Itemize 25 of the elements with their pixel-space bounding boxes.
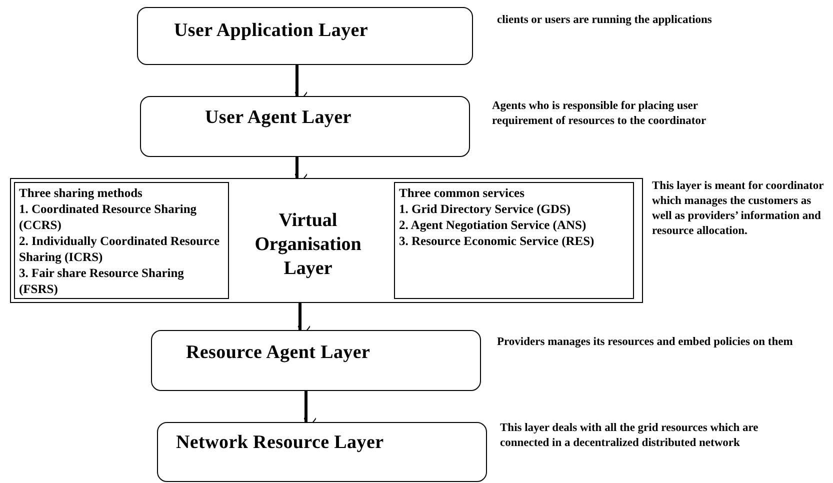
description-text: This layer is meant for coordinator which manages the customers as well as providers’ information and resource allocation. [652,179,825,239]
layer-title: Resource Agent Layer [186,342,370,364]
description-text: Providers manages its resources and embed policies on them [497,335,794,350]
layer-title: Network Resource Layer [176,432,384,454]
layer-box [157,422,487,482]
list-box [14,182,229,299]
list-item: 2. Individually Coordinated Resource Sharing (ICRS) [19,233,220,265]
list-heading: Three common services [399,185,526,201]
list-item: 2. Agent Negotiation Service (ANS) [399,217,588,233]
layer-box [151,330,481,391]
layer-box [140,96,470,157]
list-item: 1. Grid Directory Service (GDS) [399,201,572,217]
description-text: Agents who is responsible for placing user requirement of resources to the coordinator [492,99,708,129]
description-text: This layer deals with all the grid resources which are connected in a decentralized distributed network [500,421,760,451]
layer-title: User Application Layer [174,20,368,42]
description-text: clients or users are running the applications [497,13,713,28]
list-box [394,182,634,299]
list-item: 1. Coordinated Resource Sharing (CCRS) [19,201,198,233]
list-heading: Three sharing methods [19,185,144,201]
list-item: 3. Resource Economic Service (RES) [399,233,596,249]
layer-title: Virtual Organisation Layer [254,209,362,280]
layer-title: User Agent Layer [205,107,352,129]
list-item: 3. Fair share Resource Sharing (FSRS) [19,265,185,297]
layer-box [137,7,473,65]
layer-box [10,178,643,303]
